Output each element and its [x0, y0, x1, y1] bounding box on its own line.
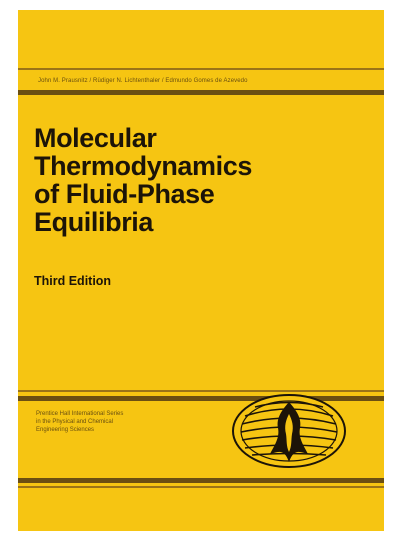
title-line-3: of Fluid-Phase — [34, 179, 215, 209]
edition-label: Third Edition — [34, 274, 112, 288]
series-line-2: in the Physical and Chemical — [36, 419, 114, 425]
top-rule-thick — [18, 90, 384, 95]
title-line-1: Molecular — [34, 123, 157, 153]
book-cover: John M. Prausnitz / Rüdiger N. Lichtenth… — [18, 10, 384, 531]
series-line-1: Prentice Hall International Series — [36, 411, 124, 417]
series-rule-top-thick — [18, 396, 384, 401]
title-line-2: Thermodynamics — [34, 151, 252, 181]
top-rule-thin — [18, 68, 384, 70]
series-rule-top — [18, 390, 384, 392]
series-text: Prentice Hall International Series in th… — [36, 410, 236, 434]
book-title: Molecular Thermodynamics of Fluid-Phase … — [34, 124, 374, 236]
authors-line: John M. Prausnitz / Rüdiger N. Lichtenth… — [38, 78, 248, 84]
title-line-4: Equilibria — [34, 207, 154, 237]
prentice-hall-globe-icon — [232, 394, 346, 468]
bottom-rule-thin — [18, 486, 384, 488]
bottom-rule-thick — [18, 478, 384, 483]
series-line-3: Engineering Sciences — [36, 427, 95, 433]
